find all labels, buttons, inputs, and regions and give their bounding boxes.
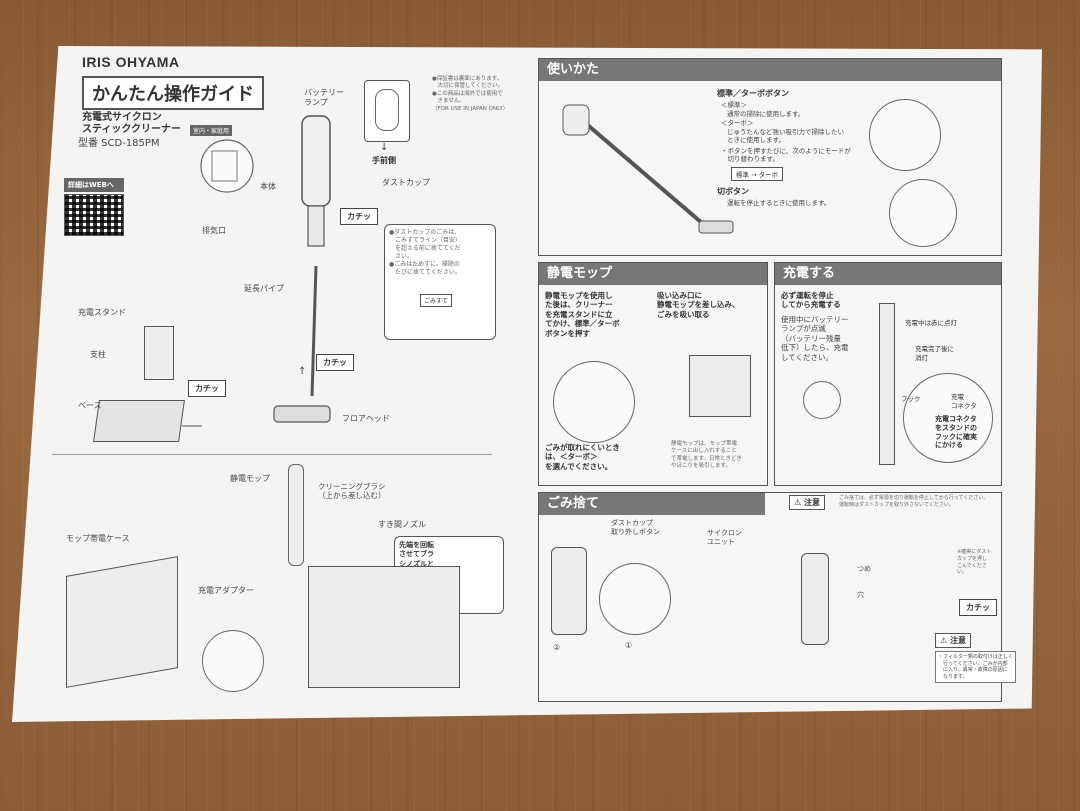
qr-code: [64, 194, 124, 236]
cyclone-label: サイクロン ユニット: [707, 529, 742, 546]
arrow-up-icon: ↑: [298, 366, 307, 377]
release-button-label: ダストカップ 取り外しボタン: [611, 519, 660, 536]
notes-top: ●保証書は裏面にあります。 大切に保管してください。 ●この商品は海外では使用で…: [432, 76, 509, 112]
dust-click-callout: カチッ: [959, 599, 997, 616]
charging-status: 充電中は赤に点灯: [905, 319, 957, 327]
body-label: 本体: [260, 182, 276, 191]
mop-case-graphic: [66, 556, 178, 688]
mop-text-1: 静電モップを使用し た後は、クリーナー を充電スタンドに立 てかけ、標準／ターボ…: [545, 291, 620, 338]
mop-note: 静電モップは、モップ帯電 ケースに出し入れすること で帯電します。日常ときどき …: [671, 441, 742, 470]
step-num-1: ①: [625, 641, 633, 650]
model-number: 型番 SCD-185PM: [78, 138, 160, 149]
hook-detail-circle: [903, 373, 993, 463]
click-callout-2: カチッ: [188, 380, 226, 397]
charge-text-2: 使用中にバッテリー ランプが点滅 （バッテリー残量 低下）したら、充電 してくだ…: [781, 315, 849, 362]
hook-label: フック: [901, 395, 921, 403]
click-callout-3: カチッ: [316, 354, 354, 371]
dust-cup-label: ダストカップ: [382, 178, 430, 187]
caution-icon-2: ⚠: [940, 636, 948, 645]
step-num-2: ②: [553, 643, 561, 652]
switch-desc: ・ボタンを押すたびに、次のようにモードが 切り替わります。: [721, 147, 851, 164]
extension-pipe-label: 延長パイプ: [244, 284, 284, 293]
crevice-nozzle-label: すき間ノズル: [378, 520, 426, 529]
section-charge: 充電する 必ず運転を停止 してから充電する 使用中にバッテリー ランプが点滅 （…: [774, 262, 1002, 486]
caution-badge-2: ⚠ 注意: [935, 633, 971, 648]
section-usage: 使いかた 標準／ターボボタン ＜標準＞ 通常の掃除に使用します。 ＜ターボ＞ じ…: [538, 58, 1002, 256]
battery-lamp-label: バッテリー ランプ: [304, 88, 344, 107]
turbo-button-detail: [869, 99, 941, 171]
connector-desc: 充電コネクタ をスタンドの フックに確実 にかける: [935, 415, 977, 450]
charge-adapter-label: 充電アダプター: [198, 586, 254, 595]
caution-label: 注意: [803, 498, 820, 507]
floor-head-label: フロアヘッド: [342, 414, 390, 423]
std-label: ＜標準＞: [721, 101, 747, 109]
section-dust-title: ごみ捨て: [539, 493, 765, 515]
blink-lamp-icon: [803, 381, 841, 419]
battery-lamp-panel: [364, 80, 410, 142]
caution-icon: ⚠: [794, 498, 802, 507]
guide-title: かんたん操作ガイド: [82, 76, 264, 110]
dust-cup-note: ●ダストカップのごみは、 ごみすてライン（目安） を超える前に捨ててくだ さい。…: [384, 224, 496, 340]
cyclone-unit-graphic: [801, 553, 829, 645]
usage-badge: 室内・家庭用: [190, 125, 233, 136]
vacuum-in-use-graphic: [562, 104, 734, 234]
stand-pillar-graphic: [144, 326, 174, 380]
web-label: 詳細はWEBへ: [64, 178, 124, 192]
off-button-detail: [889, 179, 957, 247]
stand-base-graphic: [93, 400, 185, 442]
turbo-label: ＜ターボ＞: [721, 119, 754, 127]
mop-text-3: ごみが取れにくいとき は、＜ターボ＞ を選んでください。: [545, 443, 620, 471]
dust-vacuum-graphic: [551, 547, 587, 635]
stand-accessory-graphic: [308, 566, 460, 688]
mode-flow: 標準 → ターボ: [731, 167, 784, 181]
front-side-label: 手前側: [372, 156, 396, 165]
release-detail-circle: [599, 563, 671, 635]
section-charge-title: 充電する: [775, 263, 1001, 285]
caution-text: ごみ捨ては、必ず電源を切り運転を停止してから行ってください。 運転時はダストカッ…: [839, 495, 989, 508]
dust-cup-note-text: ●ダストカップのごみは、 ごみすてライン（目安） を超える前に捨ててくだ さい。…: [389, 229, 462, 277]
manual-sheet: IRIS OHYAMA かんたん操作ガイド 充電式サイクロン スティッククリーナ…: [12, 46, 1042, 722]
divider-line: [52, 454, 492, 455]
base-label: ベース: [78, 401, 102, 410]
std-desc: 通常の掃除に使用します。: [727, 110, 805, 118]
charged-status: 充電完了後に 消灯: [915, 345, 954, 362]
arrow-down-icon: ↓: [380, 142, 389, 153]
pillar-label: 支柱: [90, 350, 106, 359]
caution-badge: ⚠ 注意: [789, 495, 825, 510]
mop-graphic: [288, 464, 304, 566]
turbo-desc: じゅうたんなど強い吸引力で掃除したい ときに使用します。: [727, 128, 844, 145]
mop-case-label: モップ帯電ケース: [66, 534, 130, 543]
adapter-detail-circle: [202, 630, 264, 692]
section-dust: ごみ捨て ⚠ 注意 ごみ捨ては、必ず電源を切り運転を停止してから行ってください。…: [538, 492, 1016, 702]
off-title: 切ボタン: [717, 187, 749, 196]
control-panel-icon: [375, 89, 399, 131]
off-desc: 運転を停止するときに使用します。: [727, 199, 831, 207]
mop-text-2: 吸い込み口に 静電モップを差し込み、 ごみを吸い取る: [657, 291, 740, 319]
charge-text-1: 必ず運転を停止 してから充電する: [781, 291, 841, 310]
dust-line-label: ごみすて: [420, 294, 453, 307]
mop-stand-graphic: [689, 355, 751, 417]
brand-logo: IRIS OHYAMA: [82, 54, 180, 70]
connector-label: 充電 コネクタ: [951, 393, 977, 410]
charging-stand-label: 充電スタンド: [78, 308, 126, 317]
cleaning-brush-label: クリーニングブラシ （上から差し込む）: [318, 482, 386, 501]
section-mop-title: 静電モップ: [539, 263, 767, 285]
reattach-note: ※確実にダスト カップを押し こんでくださ い。: [957, 549, 992, 576]
click-callout-1: カチッ: [340, 208, 378, 225]
product-name-1: 充電式サイクロン: [82, 112, 162, 123]
exhaust-label: 排気口: [202, 226, 226, 235]
section-usage-title: 使いかた: [539, 59, 1001, 81]
caution-text-2: ・フィルター類の取付けは正しく 行ってください。ごみが内部 に入り、異常・故障の…: [935, 651, 1016, 683]
hole-label: 穴: [857, 591, 864, 599]
section-mop: 静電モップ 静電モップを使用し た後は、クリーナー を充電スタンドに立 てかけ、…: [538, 262, 768, 486]
static-mop-label: 静電モップ: [230, 474, 270, 483]
mop-button-detail: [553, 361, 635, 443]
vacuum-diagram: [182, 115, 331, 427]
caution-label-2: 注意: [949, 636, 966, 645]
button-title: 標準／ターボボタン: [717, 89, 789, 98]
tab-label: つめ: [857, 565, 871, 573]
charging-vacuum-graphic: [879, 303, 895, 465]
product-name-2: スティッククリーナー: [82, 124, 181, 135]
web-box: 詳細はWEBへ: [64, 178, 124, 236]
